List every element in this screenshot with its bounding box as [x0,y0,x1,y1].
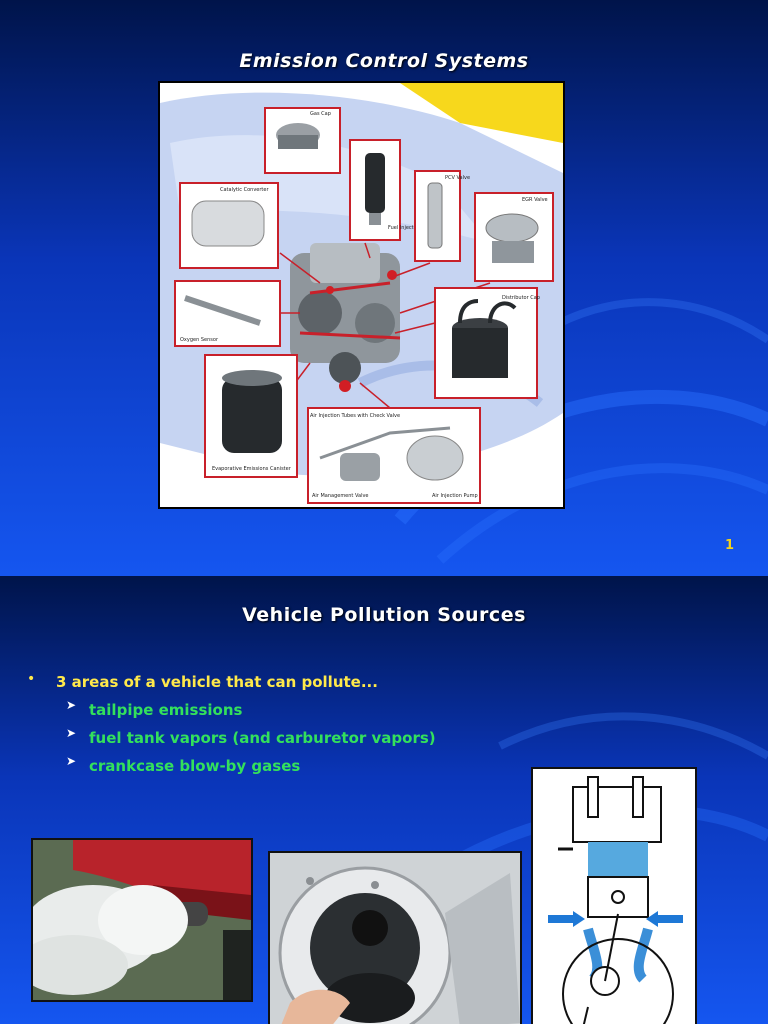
slide-title: Emission Control Systems [239,50,529,72]
arrow-bullet-icon: ➤ [66,754,77,768]
callout-egr-valve: EGR Valve [474,192,554,282]
svg-text:Distributor Cap: Distributor Cap [502,295,540,301]
subbullet-fuel-tank: fuel tank vapors (and carburetor vapors) [89,729,436,747]
page-number: 1 [724,538,734,553]
svg-text:Oxygen Sensor: Oxygen Sensor [180,337,219,343]
svg-text:Air Management Valve: Air Management Valve [312,493,369,499]
callout-oxygen-sensor: Oxygen Sensor [174,280,281,347]
callout-air-injection: Air Injection Tubes with Check Valve Air… [307,407,481,504]
arrow-bullet-icon: ➤ [66,698,77,712]
bullet-dot: • [27,671,36,687]
svg-text:Gas Cap: Gas Cap [310,111,331,117]
bullet-main: 3 areas of a vehicle that can pollute... [56,673,378,691]
subbullet-tailpipe: tailpipe emissions [89,701,243,719]
callout-distributor-cap: Distributor Cap [434,287,540,399]
svg-text:Fuel Injector: Fuel Injector [388,225,420,231]
emission-systems-diagram: Gas Cap Fuel Injector PCV Valve EGR Valv… [158,81,565,509]
callout-fuel-injector: Fuel Injector [349,139,420,241]
callout-evap-canister: Evaporative Emissions Canister [204,354,298,478]
slide-emission-control: Emission Control Systems [0,0,768,576]
svg-text:Catalytic Converter: Catalytic Converter [220,187,269,193]
crankcase-blowby-diagram [531,767,697,1024]
callout-pcv-valve: PCV Valve [414,170,470,262]
slide-pollution-sources: Vehicle Pollution Sources • 3 areas of a… [0,576,768,1024]
svg-text:Air Injection Tubes with Check: Air Injection Tubes with Check Valve [310,413,400,419]
svg-text:PCV Valve: PCV Valve [445,175,470,181]
svg-text:Air Injection Pump: Air Injection Pump [432,493,478,499]
slide-title: Vehicle Pollution Sources [242,604,526,626]
subbullet-crankcase: crankcase blow-by gases [89,757,301,775]
svg-text:EGR Valve: EGR Valve [522,197,548,203]
svg-text:Evaporative Emissions Canister: Evaporative Emissions Canister [212,466,292,472]
fuel-filler-photo [268,851,522,1024]
arrow-bullet-icon: ➤ [66,726,77,740]
callout-catalytic-converter: Catalytic Converter [179,182,279,269]
callout-gas-cap: Gas Cap [264,107,341,174]
tailpipe-smoke-photo [31,838,253,1002]
